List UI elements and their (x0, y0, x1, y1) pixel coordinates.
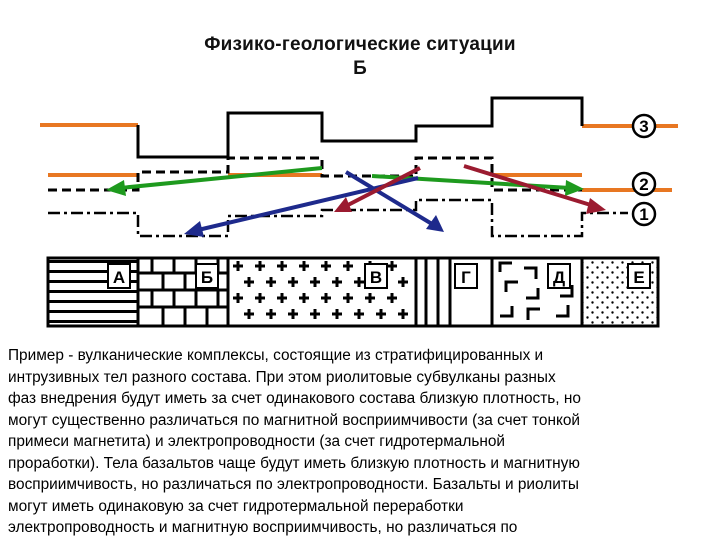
svg-text:Б: Б (201, 268, 213, 287)
rock-column-label-4: Г (454, 263, 478, 289)
green-arrowhead-right (565, 180, 584, 196)
geology-diagram: 3 2 1 (40, 96, 678, 328)
green-arrow-right (371, 174, 571, 190)
diagram-title: Физико-геологические ситуации (204, 34, 516, 55)
svg-text:Д: Д (553, 268, 565, 287)
svg-text:В: В (370, 268, 382, 287)
rock-column-label-2: Б (195, 263, 219, 289)
svg-text:Г: Г (461, 268, 471, 287)
horizon-2-line (48, 156, 582, 192)
rock-column-label-1: А (107, 263, 131, 289)
svg-text:3: 3 (639, 117, 648, 136)
horizon-1-line (48, 198, 628, 238)
red-arrow-left (345, 166, 421, 208)
rock-strip-border (46, 256, 660, 328)
diagram-subtitle: Б (353, 58, 367, 79)
svg-text:1: 1 (639, 205, 648, 224)
horizon-3-line (136, 96, 584, 159)
rock-column-d (492, 258, 582, 326)
rock-column-label-5: Д (547, 263, 571, 289)
horizon-marker-2: 2 (631, 171, 657, 197)
rock-column-label-6: Е (627, 263, 651, 289)
navy-arrowhead-right (426, 215, 444, 232)
svg-text:Е: Е (633, 268, 644, 287)
green-arrow-left (119, 166, 323, 190)
red-arrow-right (463, 164, 595, 208)
rock-column-label-3: В (364, 263, 388, 289)
navy-arrowhead-left (184, 221, 204, 237)
horizon-marker-1: 1 (631, 201, 657, 227)
svg-text:2: 2 (639, 175, 648, 194)
navy-arrow-right (344, 170, 434, 226)
horizon-markers: 3 2 1 (631, 113, 657, 227)
caption-text: Пример - вулканические комплексы, состоя… (8, 347, 581, 536)
relation-arrows (106, 164, 606, 237)
horizon-marker-3: 3 (631, 113, 657, 139)
red-arrowhead-right (586, 198, 606, 214)
rock-column-strip: А Б В Г Д Е (46, 256, 660, 328)
green-arrowhead-left (106, 180, 126, 196)
red-arrowhead-left (334, 197, 352, 212)
subtitle-clip: Б (340, 58, 380, 80)
svg-text:А: А (113, 268, 125, 287)
